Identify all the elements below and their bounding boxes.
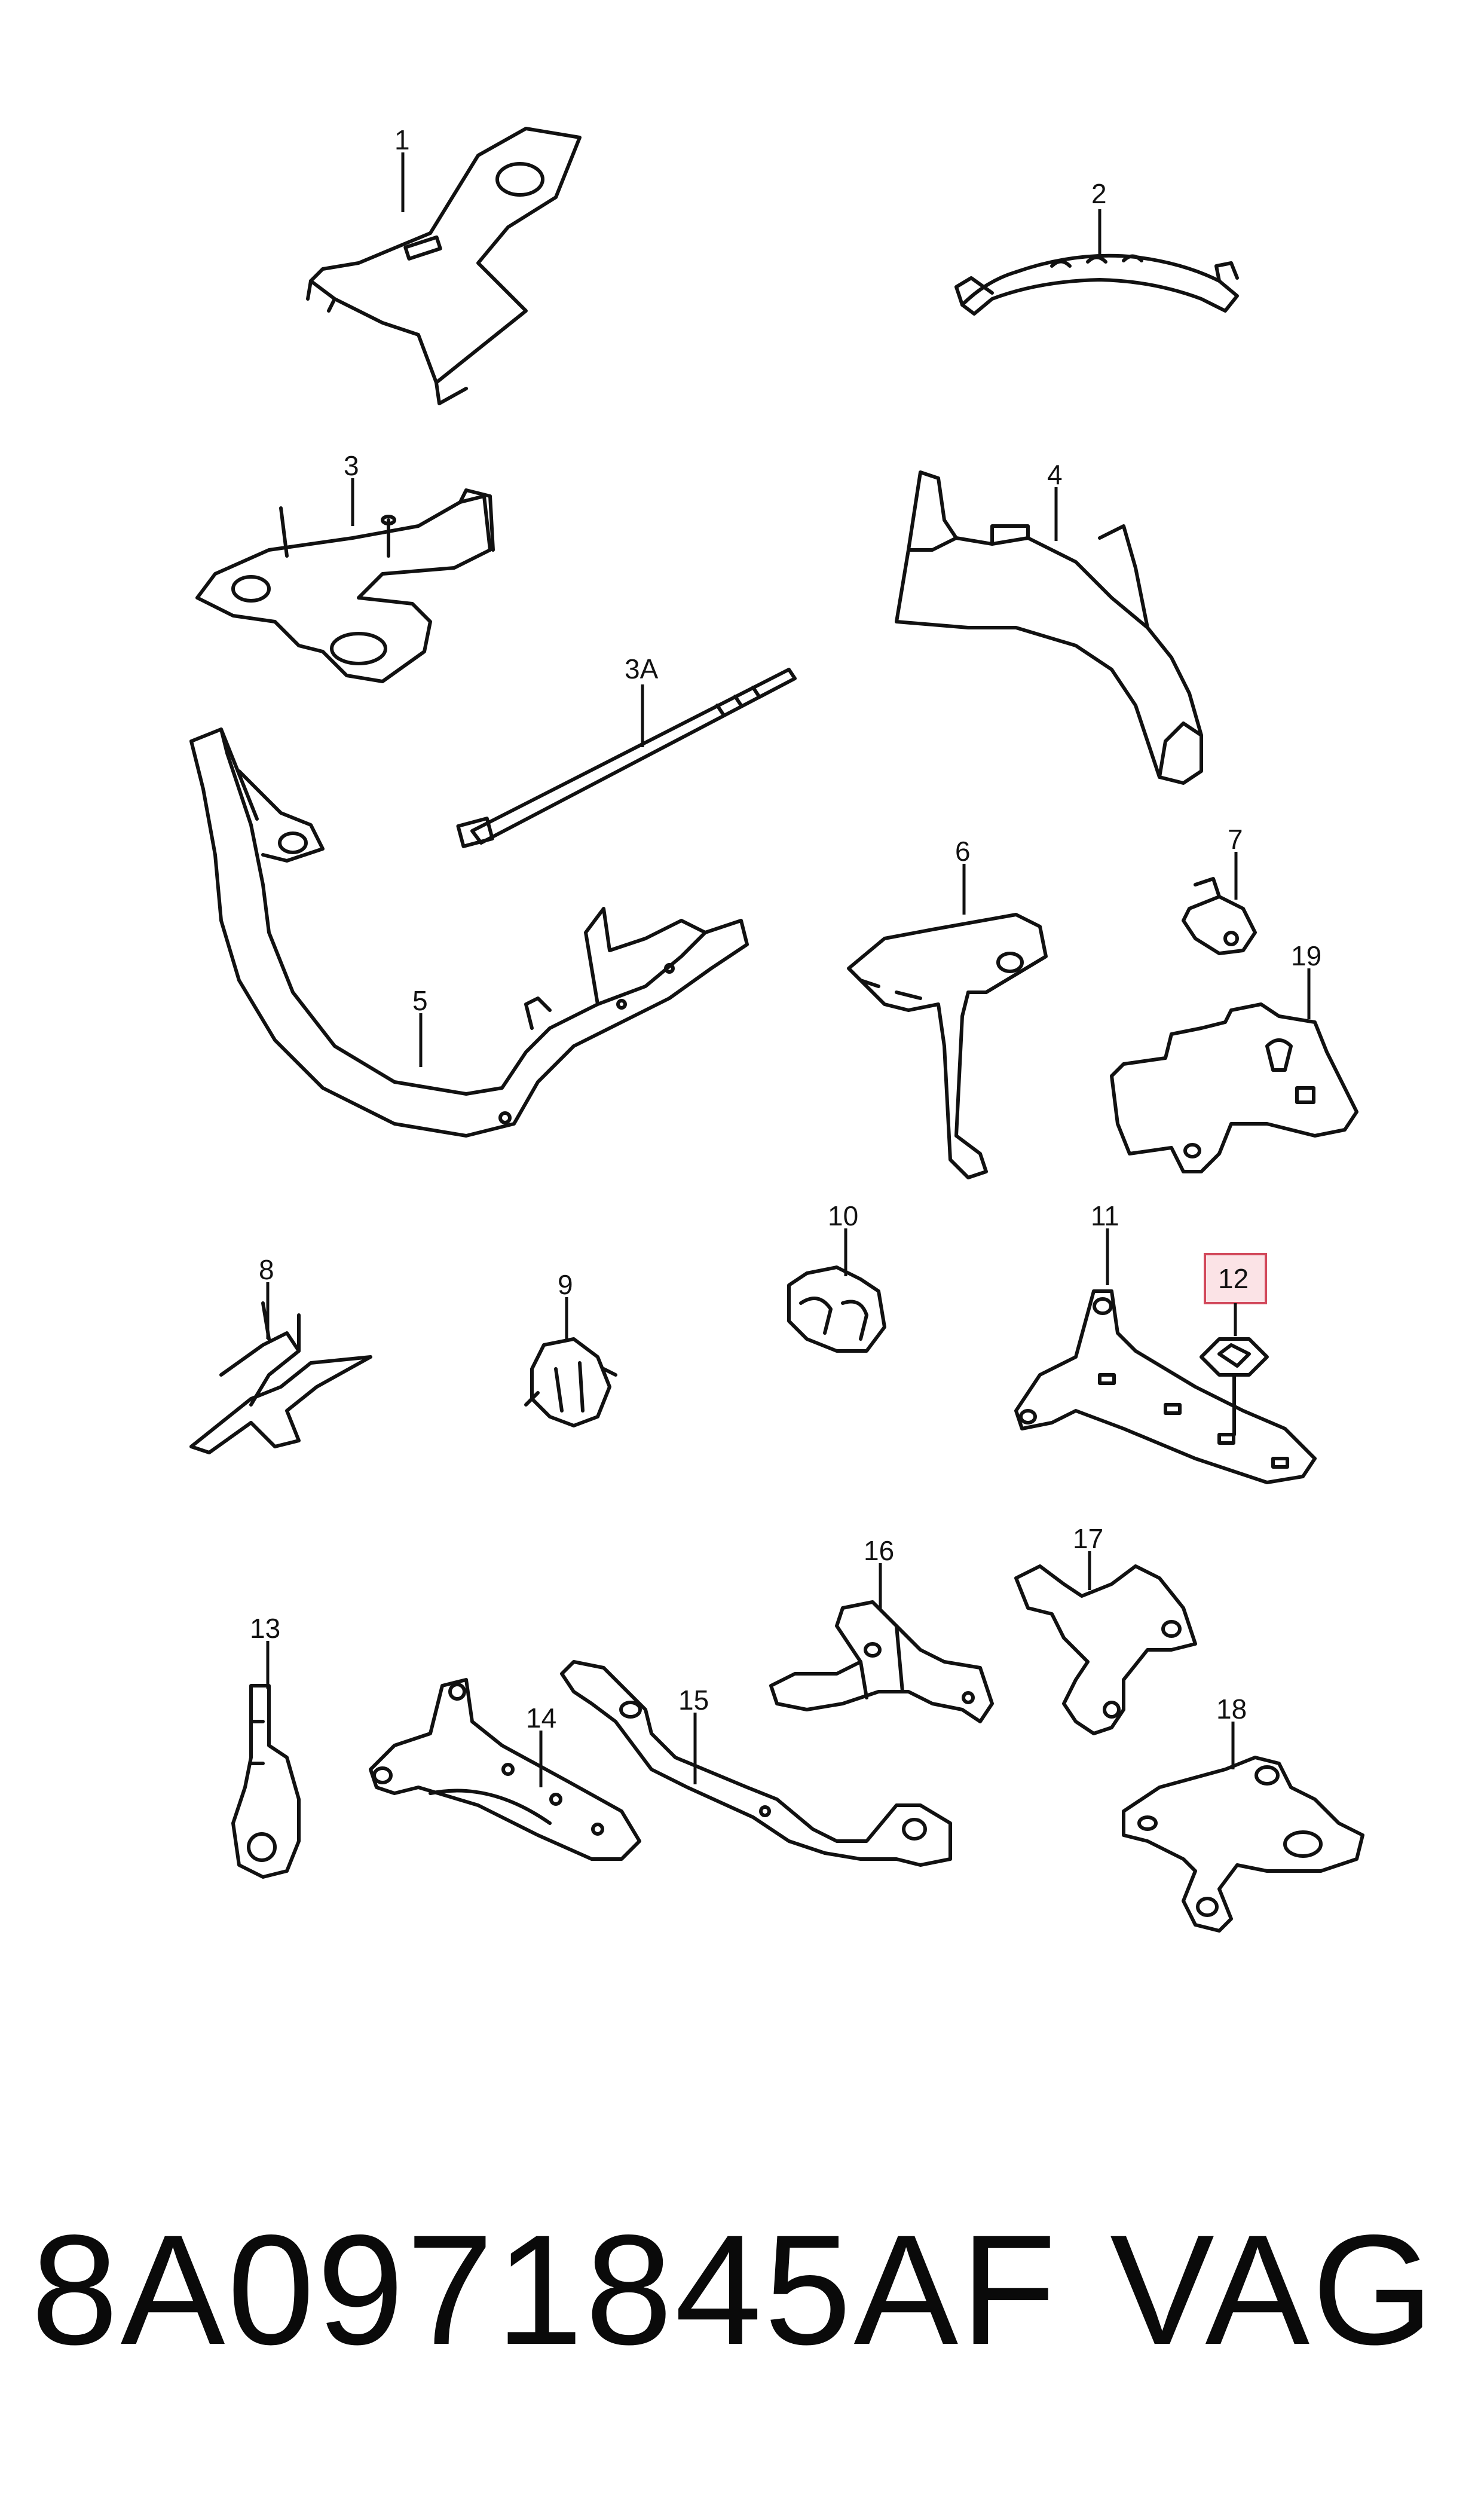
part-17-bracket [1014, 1564, 1197, 1735]
part-15-rail [560, 1660, 952, 1867]
exploded-parts-diagram: 1 2 3 3A 4 [189, 124, 1364, 1933]
callout-14: 14 [526, 1702, 556, 1734]
part-12-clip [1200, 1337, 1269, 1436]
part-13-strap [231, 1684, 301, 1879]
part-10-clip [787, 1265, 886, 1353]
part-6-bracket [847, 913, 1048, 1179]
callout-6: 6 [955, 836, 971, 867]
callout-8: 8 [259, 1254, 274, 1285]
part-7-clip [1182, 877, 1257, 955]
callout-19: 19 [1291, 940, 1321, 971]
part-9-clip [524, 1337, 617, 1427]
part-5-frame [189, 727, 749, 1138]
brand-text: VAG [1110, 2202, 1436, 2377]
callout-10: 10 [828, 1200, 858, 1231]
callout-17: 17 [1073, 1523, 1103, 1554]
callout-1: 1 [394, 124, 410, 155]
part-18-plate [1122, 1756, 1364, 1933]
part-19-plate [1110, 1002, 1358, 1173]
part-number-text: 8A0971845AF [31, 2202, 1059, 2377]
callout-7: 7 [1228, 824, 1243, 855]
callout-18: 18 [1216, 1693, 1247, 1725]
callout-3: 3 [344, 450, 359, 481]
callout-11: 11 [1091, 1200, 1119, 1231]
part-14-bracket [369, 1678, 641, 1861]
callout-3A: 3A [625, 653, 659, 684]
callout-5: 5 [412, 985, 428, 1016]
part-3-bracket-plate [195, 488, 495, 683]
callout-16: 16 [864, 1535, 894, 1566]
callout-12[interactable]: 12 [1218, 1263, 1249, 1294]
callout-15: 15 [678, 1685, 709, 1716]
callout-9: 9 [558, 1269, 573, 1300]
part-2-curved-trim [954, 253, 1239, 316]
callout-13: 13 [250, 1613, 280, 1644]
callout-2: 2 [1091, 178, 1107, 209]
part-11-bracket [1014, 1289, 1317, 1484]
part-3A-cable-tie [456, 668, 797, 848]
callout-12-highlight-box[interactable] [1204, 1253, 1267, 1304]
part-16-bracket [769, 1600, 994, 1723]
part-1-bracket [306, 127, 582, 405]
callout-4: 4 [1047, 459, 1063, 490]
part-4-cover [895, 470, 1203, 785]
part-8-clip [189, 1301, 372, 1454]
